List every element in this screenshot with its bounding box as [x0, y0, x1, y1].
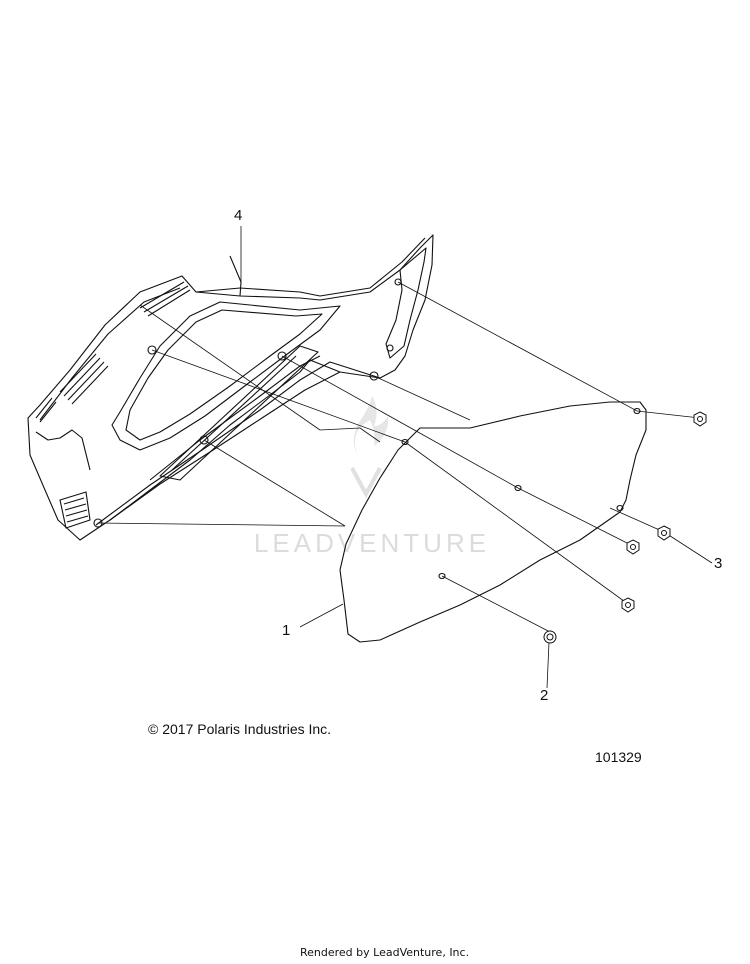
- callout-part-4: 4: [234, 207, 243, 224]
- copyright-text: © 2017 Polaris Industries Inc.: [148, 721, 332, 737]
- fastener-part-3: [657, 411, 707, 541]
- body-panel-part-4: [27, 234, 434, 541]
- render-credit: Rendered by LeadVenture, Inc.: [300, 946, 470, 959]
- callout-part-1: 1: [282, 622, 291, 639]
- leader-lines: [97, 226, 713, 689]
- watermark-logo: [350, 396, 389, 499]
- callout-part-2: 2: [540, 687, 549, 704]
- panel-part-1: [339, 401, 647, 643]
- rivet-part-2: [543, 630, 557, 644]
- nut-fasteners: [621, 539, 640, 613]
- diagram-number: 101329: [595, 749, 642, 765]
- callout-part-3: 3: [714, 555, 723, 572]
- watermark-text: LEADVENTURE: [254, 528, 490, 558]
